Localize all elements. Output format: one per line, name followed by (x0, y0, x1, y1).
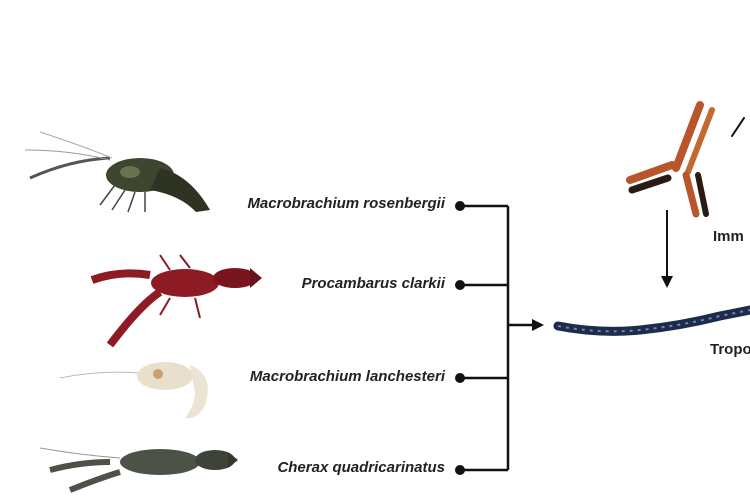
crayfish-cherax-quadricarinatus-image (39, 447, 238, 493)
connector-dot-4 (455, 465, 465, 475)
connector-bracket (460, 204, 535, 472)
connector-dot-1 (455, 201, 465, 211)
species-label-macrobrachium-rosenbergii: Macrobrachium rosenbergii (247, 195, 445, 212)
connector-dot-2 (455, 280, 465, 290)
immunoglobulin-label: Imm (713, 228, 744, 245)
shrimp-macrobrachium-rosenbergii-image (24, 131, 210, 213)
tropomyosin-protein-icon (553, 305, 750, 336)
arrow-down-icon (661, 276, 673, 288)
shrimp-macrobrachium-lanchesteri-image (59, 362, 208, 419)
crayfish-procambarus-clarkii-image (90, 254, 262, 348)
connector-dot-3 (455, 373, 465, 383)
tropomyosin-label: Tropo (710, 341, 750, 358)
species-label-cherax-quadricarinatus: Cherax quadricarinatus (277, 459, 445, 476)
species-label-procambarus-clarkii: Procambarus clarkii (301, 275, 445, 292)
arrow-right-icon (532, 319, 544, 331)
species-label-macrobrachium-lanchesteri: Macrobrachium lanchesteri (249, 368, 445, 385)
antibody-icon (626, 101, 745, 218)
